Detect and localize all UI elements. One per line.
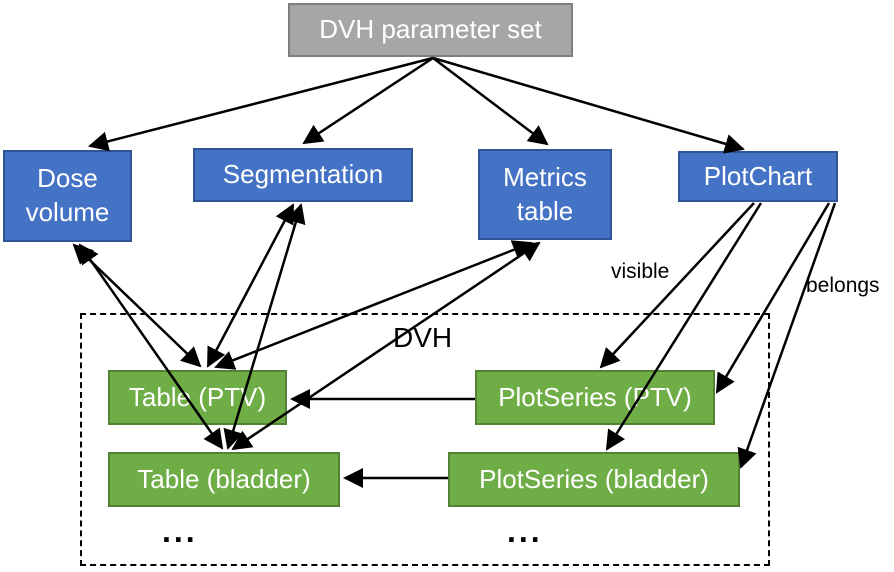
edge-label-belongs: belongs [806, 274, 880, 297]
node-segmentation: Segmentation [193, 148, 413, 202]
node-table-bladder-label: Table (bladder) [137, 463, 311, 494]
dvh-group-label: DVH [393, 322, 453, 353]
node-plotseries-bladder: PlotSeries (bladder) [448, 452, 740, 507]
node-table-ptv-label: Table (PTV) [128, 381, 267, 412]
node-dvh-parameter-set-label: DVH parameter set [319, 14, 542, 45]
edge-paramset-plotchart [432, 56, 745, 154]
node-plotchart-label: PlotChart [703, 160, 813, 191]
node-metrics-table-label: Metrics table [503, 161, 587, 226]
edge-paramset-segmentation [302, 56, 434, 145]
ellipsis-left: ... [162, 513, 198, 549]
node-dose-volume-label: Dose volume [25, 163, 110, 227]
node-dvh-parameter-set: DVH parameter set [288, 3, 573, 57]
ellipsis-right: ... [507, 513, 543, 549]
edge-paramset-dosevolume [88, 56, 434, 152]
node-plotseries-bladder-label: PlotSeries (bladder) [479, 463, 709, 494]
node-table-ptv: Table (PTV) [108, 370, 287, 425]
node-dose-volume: Dose volume [3, 150, 132, 242]
node-plotseries-ptv: PlotSeries (PTV) [475, 370, 715, 425]
node-segmentation-label: Segmentation [222, 159, 384, 190]
edge-label-visible: visible [611, 260, 670, 283]
node-plotseries-ptv-label: PlotSeries (PTV) [498, 381, 692, 412]
edge-paramset-metricstable [432, 57, 549, 146]
node-table-bladder: Table (bladder) [108, 452, 340, 507]
node-plotchart: PlotChart [678, 151, 838, 202]
node-metrics-table: Metrics table [478, 149, 612, 240]
